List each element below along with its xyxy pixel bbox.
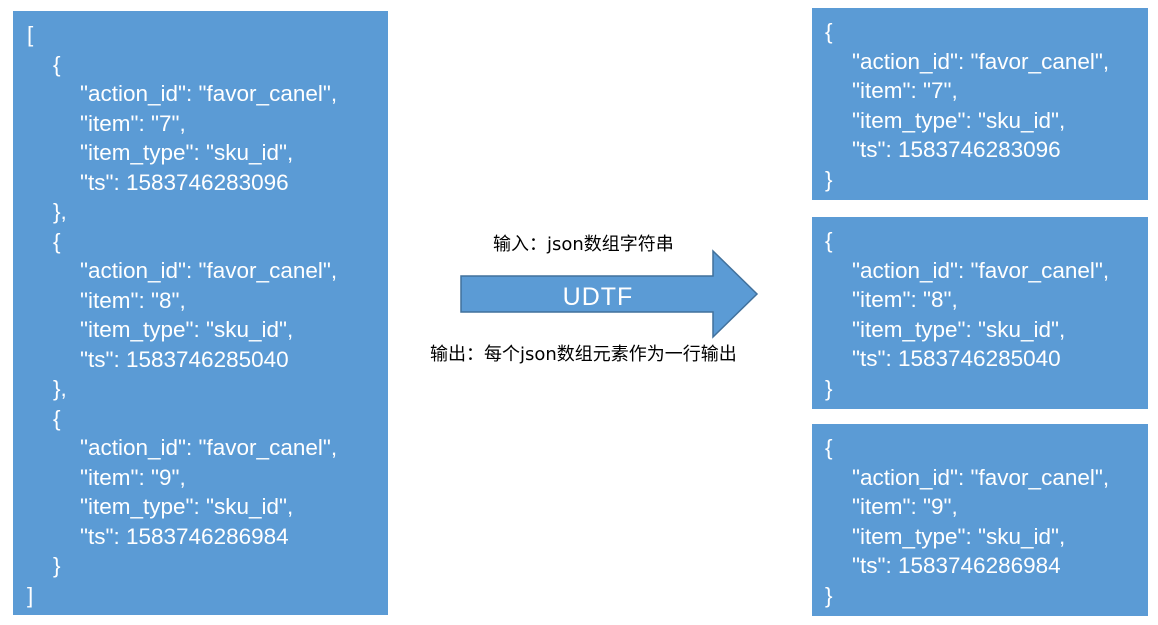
action-id-line: "action_id": "favor_canel", bbox=[852, 257, 1110, 283]
output-row-panel-2: { "action_id": "favor_canel", "item": "8… bbox=[812, 217, 1148, 409]
close-bracket-line: ] bbox=[27, 582, 34, 608]
item-type-line: "item_type": "sku_id", bbox=[80, 140, 294, 165]
udtf-arrow-icon bbox=[460, 249, 759, 339]
item-line: "item": "7", bbox=[80, 110, 186, 136]
object-open-line: { bbox=[53, 51, 61, 77]
arrow-shape bbox=[460, 249, 759, 339]
ts-line: "ts": 1583746283096 bbox=[80, 169, 289, 195]
item-type-line: "item_type": "sku_id", bbox=[852, 316, 1066, 342]
object-close-line: } bbox=[53, 553, 61, 578]
object-close-line: } bbox=[825, 582, 833, 608]
object-close-line: }, bbox=[53, 376, 67, 401]
ts-line: "ts": 1583746285040 bbox=[852, 346, 1061, 371]
object-close-line: }, bbox=[53, 199, 67, 224]
input-json-array-panel: [ { "action_id": "favor_canel", "item": … bbox=[13, 11, 388, 615]
item-type-line: "item_type": "sku_id", bbox=[80, 317, 294, 342]
action-id-line: "action_id": "favor_canel", bbox=[852, 464, 1110, 490]
object-open-line: { bbox=[825, 228, 833, 253]
item-type-line: "item_type": "sku_id", bbox=[80, 494, 294, 519]
ts-line: "ts": 1583746286984 bbox=[80, 523, 289, 549]
item-type-line: "item_type": "sku_id", bbox=[852, 523, 1066, 549]
open-bracket-line: [ bbox=[27, 22, 34, 47]
object-close-line: } bbox=[825, 166, 833, 192]
ts-line: "ts": 1583746286984 bbox=[852, 553, 1061, 578]
action-id-line: "action_id": "favor_canel", bbox=[80, 258, 338, 283]
object-close-line: } bbox=[825, 375, 833, 401]
item-line: "item": "9", bbox=[852, 494, 958, 519]
input-note: 输入：json数组字符串 bbox=[493, 234, 674, 255]
item-line: "item": "7", bbox=[852, 78, 958, 103]
output-row-panel-1: { "action_id": "favor_canel", "item": "7… bbox=[812, 8, 1148, 200]
object-open-line: { bbox=[53, 405, 61, 431]
object-open-line: { bbox=[825, 435, 833, 460]
ts-line: "ts": 1583746283096 bbox=[852, 137, 1061, 162]
output-row-panel-3: { "action_id": "favor_canel", "item": "9… bbox=[812, 424, 1148, 616]
object-open-line: { bbox=[53, 228, 61, 254]
udtf-label: UDTF bbox=[562, 283, 634, 311]
object-open-line: { bbox=[825, 19, 833, 44]
item-line: "item": "8", bbox=[852, 287, 958, 312]
item-line: "item": "8", bbox=[80, 287, 186, 313]
item-line: "item": "9", bbox=[80, 464, 186, 490]
item-type-line: "item_type": "sku_id", bbox=[852, 107, 1066, 133]
action-id-line: "action_id": "favor_canel", bbox=[852, 48, 1110, 74]
action-id-line: "action_id": "favor_canel", bbox=[80, 435, 338, 460]
output-note: 输出：每个json数组元素作为一行输出 bbox=[430, 344, 737, 365]
ts-line: "ts": 1583746285040 bbox=[80, 346, 289, 372]
action-id-line: "action_id": "favor_canel", bbox=[80, 81, 338, 106]
